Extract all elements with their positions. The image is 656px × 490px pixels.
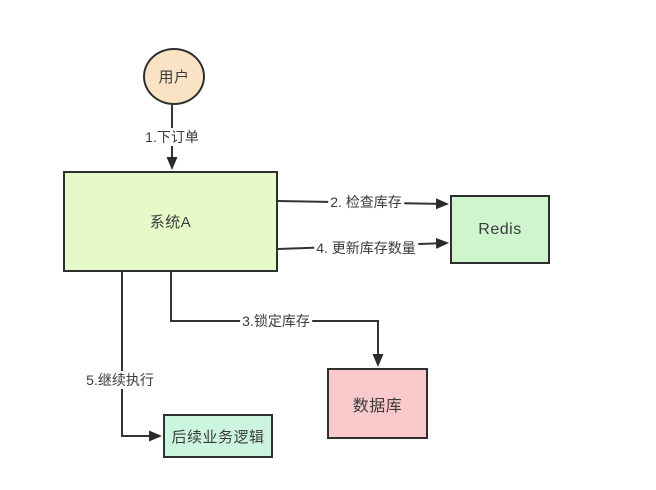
node-system-a: 系统A xyxy=(63,171,278,272)
edge-label-step4: 4. 更新库存数量 xyxy=(314,239,418,257)
node-redis: Redis xyxy=(450,195,550,264)
node-next-business-logic-label: 后续业务逻辑 xyxy=(171,428,265,446)
node-next-business-logic: 后续业务逻辑 xyxy=(163,414,273,458)
node-database-label: 数据库 xyxy=(352,397,403,415)
node-redis-label: Redis xyxy=(478,220,522,238)
edge-label-step5: 5.继续执行 xyxy=(84,371,156,389)
node-user-label: 用户 xyxy=(158,69,190,86)
node-database: 数据库 xyxy=(327,368,428,439)
edge-step5-line xyxy=(121,272,162,442)
node-system-a-label: 系统A xyxy=(149,214,192,231)
edge-label-step3: 3.锁定库存 xyxy=(240,312,312,330)
node-user: 用户 xyxy=(143,48,205,105)
edge-label-step1: 1.下订单 xyxy=(143,128,201,146)
edge-label-step2: 2. 检查库存 xyxy=(328,193,404,211)
